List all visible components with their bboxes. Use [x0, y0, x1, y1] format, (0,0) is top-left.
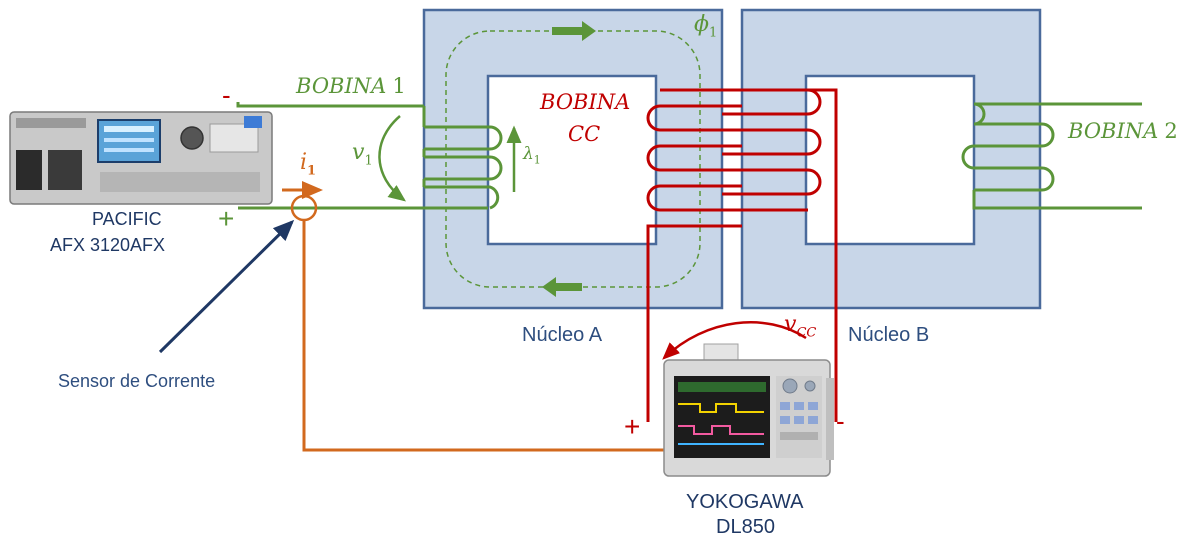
- yokogawa-label-line2: DL850: [716, 516, 775, 538]
- coil1-windings: [422, 125, 503, 210]
- coil-cc-windings: [646, 88, 742, 422]
- phi-label: ϕ1: [694, 12, 718, 41]
- flux-arrow-top: [552, 21, 596, 41]
- lambda-label: λ1: [523, 144, 541, 167]
- bobina-cc-label-line2: CC: [568, 122, 601, 146]
- pacific-label-line2: AFX 3120AFX: [50, 235, 166, 255]
- bobina-cc-label-line1: BOBINA: [540, 90, 631, 114]
- coil1-plus-sign: +: [218, 203, 235, 234]
- oscilloscope-device: [663, 343, 834, 477]
- oscilloscope-plus-sign: +: [624, 411, 641, 442]
- flux-arrow-bottom: [542, 277, 582, 297]
- v1-arrow: [378, 115, 406, 202]
- coil2-windings: [961, 102, 1142, 210]
- power-supply-device: [9, 111, 273, 205]
- nucleo-a-label: Núcleo A: [522, 324, 603, 346]
- coil1-top-lead: [236, 102, 424, 108]
- coil-cc-return: [660, 88, 838, 422]
- sensor-pointer-arrow: [158, 219, 295, 354]
- coil1-minus-sign: -: [222, 80, 231, 110]
- pacific-label-line1: PACIFIC: [92, 209, 162, 229]
- coil-cc-right-windings: [722, 88, 822, 212]
- v1-label: v1: [352, 140, 373, 169]
- sensor-wire: [302, 220, 668, 452]
- vcc-label: vCC: [784, 312, 817, 341]
- nucleo-b-label: Núcleo B: [848, 324, 930, 346]
- sensor-label: Sensor de Corrente: [58, 371, 216, 391]
- oscilloscope-minus-sign: -: [836, 406, 845, 436]
- yokogawa-label-line1: YOKOGAWA: [686, 491, 804, 513]
- core-b: [740, 8, 1042, 310]
- i1-label: i1: [300, 150, 317, 179]
- core-a: [422, 8, 724, 310]
- vcc-arrow: [662, 321, 807, 360]
